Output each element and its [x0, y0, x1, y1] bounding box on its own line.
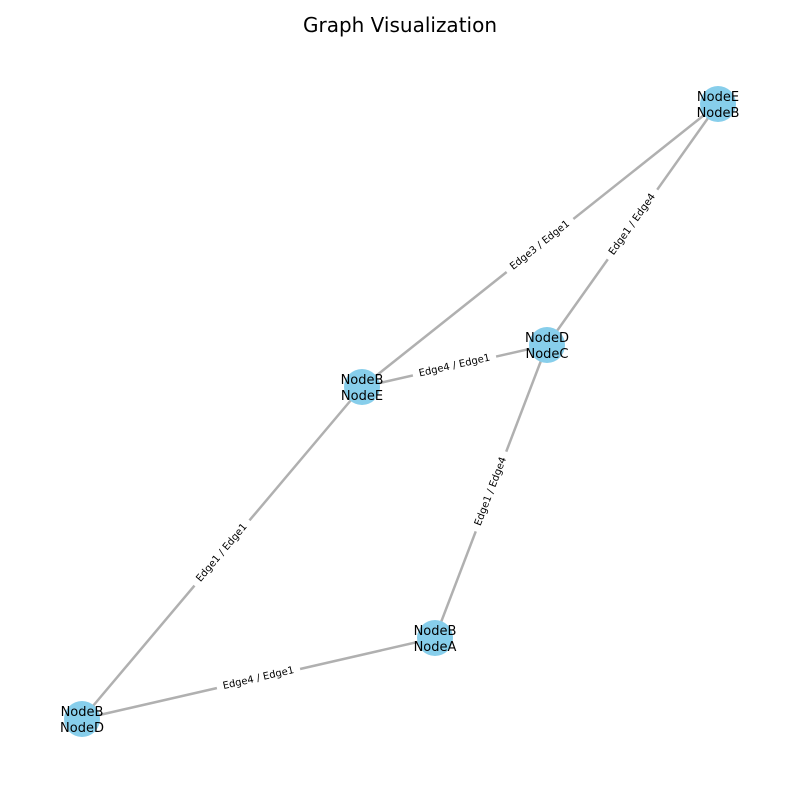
node-label-line: NodeA: [414, 640, 457, 655]
edge-label-group: Edge4 / Edge1: [411, 349, 498, 383]
edge-label-group: Edge4 / Edge1: [215, 662, 302, 695]
edge-label-group: Edge1 / Edge4: [469, 449, 513, 534]
graph-title: Graph Visualization: [303, 13, 497, 37]
edge-label-group: Edge3 / Edge1: [502, 213, 578, 278]
edge-label: Edge1 / Edge4: [473, 456, 509, 528]
node-circle: [64, 701, 100, 737]
edge-label: Edge1 / Edge1: [194, 522, 249, 585]
node-label-line: NodeD: [60, 721, 104, 736]
edge-label: Edge1 / Edge4: [607, 192, 658, 258]
edge-label-background: [215, 662, 302, 695]
node-label-line: NodeC: [525, 347, 568, 362]
edge-label: Edge3 / Edge1: [508, 219, 572, 273]
graph-edge: Edge4 / Edge1: [81, 636, 436, 721]
graph-edge: Edge1 / Edge1: [81, 386, 363, 720]
node-label-line: NodeB: [414, 624, 457, 639]
node-label-line: NodeE: [341, 389, 383, 404]
edge-label-background: [502, 213, 578, 278]
node-circle: [700, 86, 736, 122]
edge-label-background: [469, 449, 513, 534]
node-circle: [529, 327, 565, 363]
graph-edge: Edge1 / Edge4: [433, 344, 549, 639]
edge-label-group: Edge1 / Edge1: [189, 515, 255, 591]
edge-label-background: [602, 185, 663, 264]
node-label-line: NodeB: [341, 373, 384, 388]
node-circle: [417, 620, 453, 656]
node-label-line: NodeD: [525, 331, 569, 346]
node-label-line: NodeE: [697, 90, 739, 105]
node-label-line: NodeB: [697, 106, 740, 121]
edge-label-background: [411, 349, 498, 383]
edge-label-group: Edge1 / Edge4: [602, 185, 663, 264]
edge-label-background: [189, 515, 255, 591]
node-label-line: NodeB: [61, 705, 104, 720]
node-circle: [344, 369, 380, 405]
